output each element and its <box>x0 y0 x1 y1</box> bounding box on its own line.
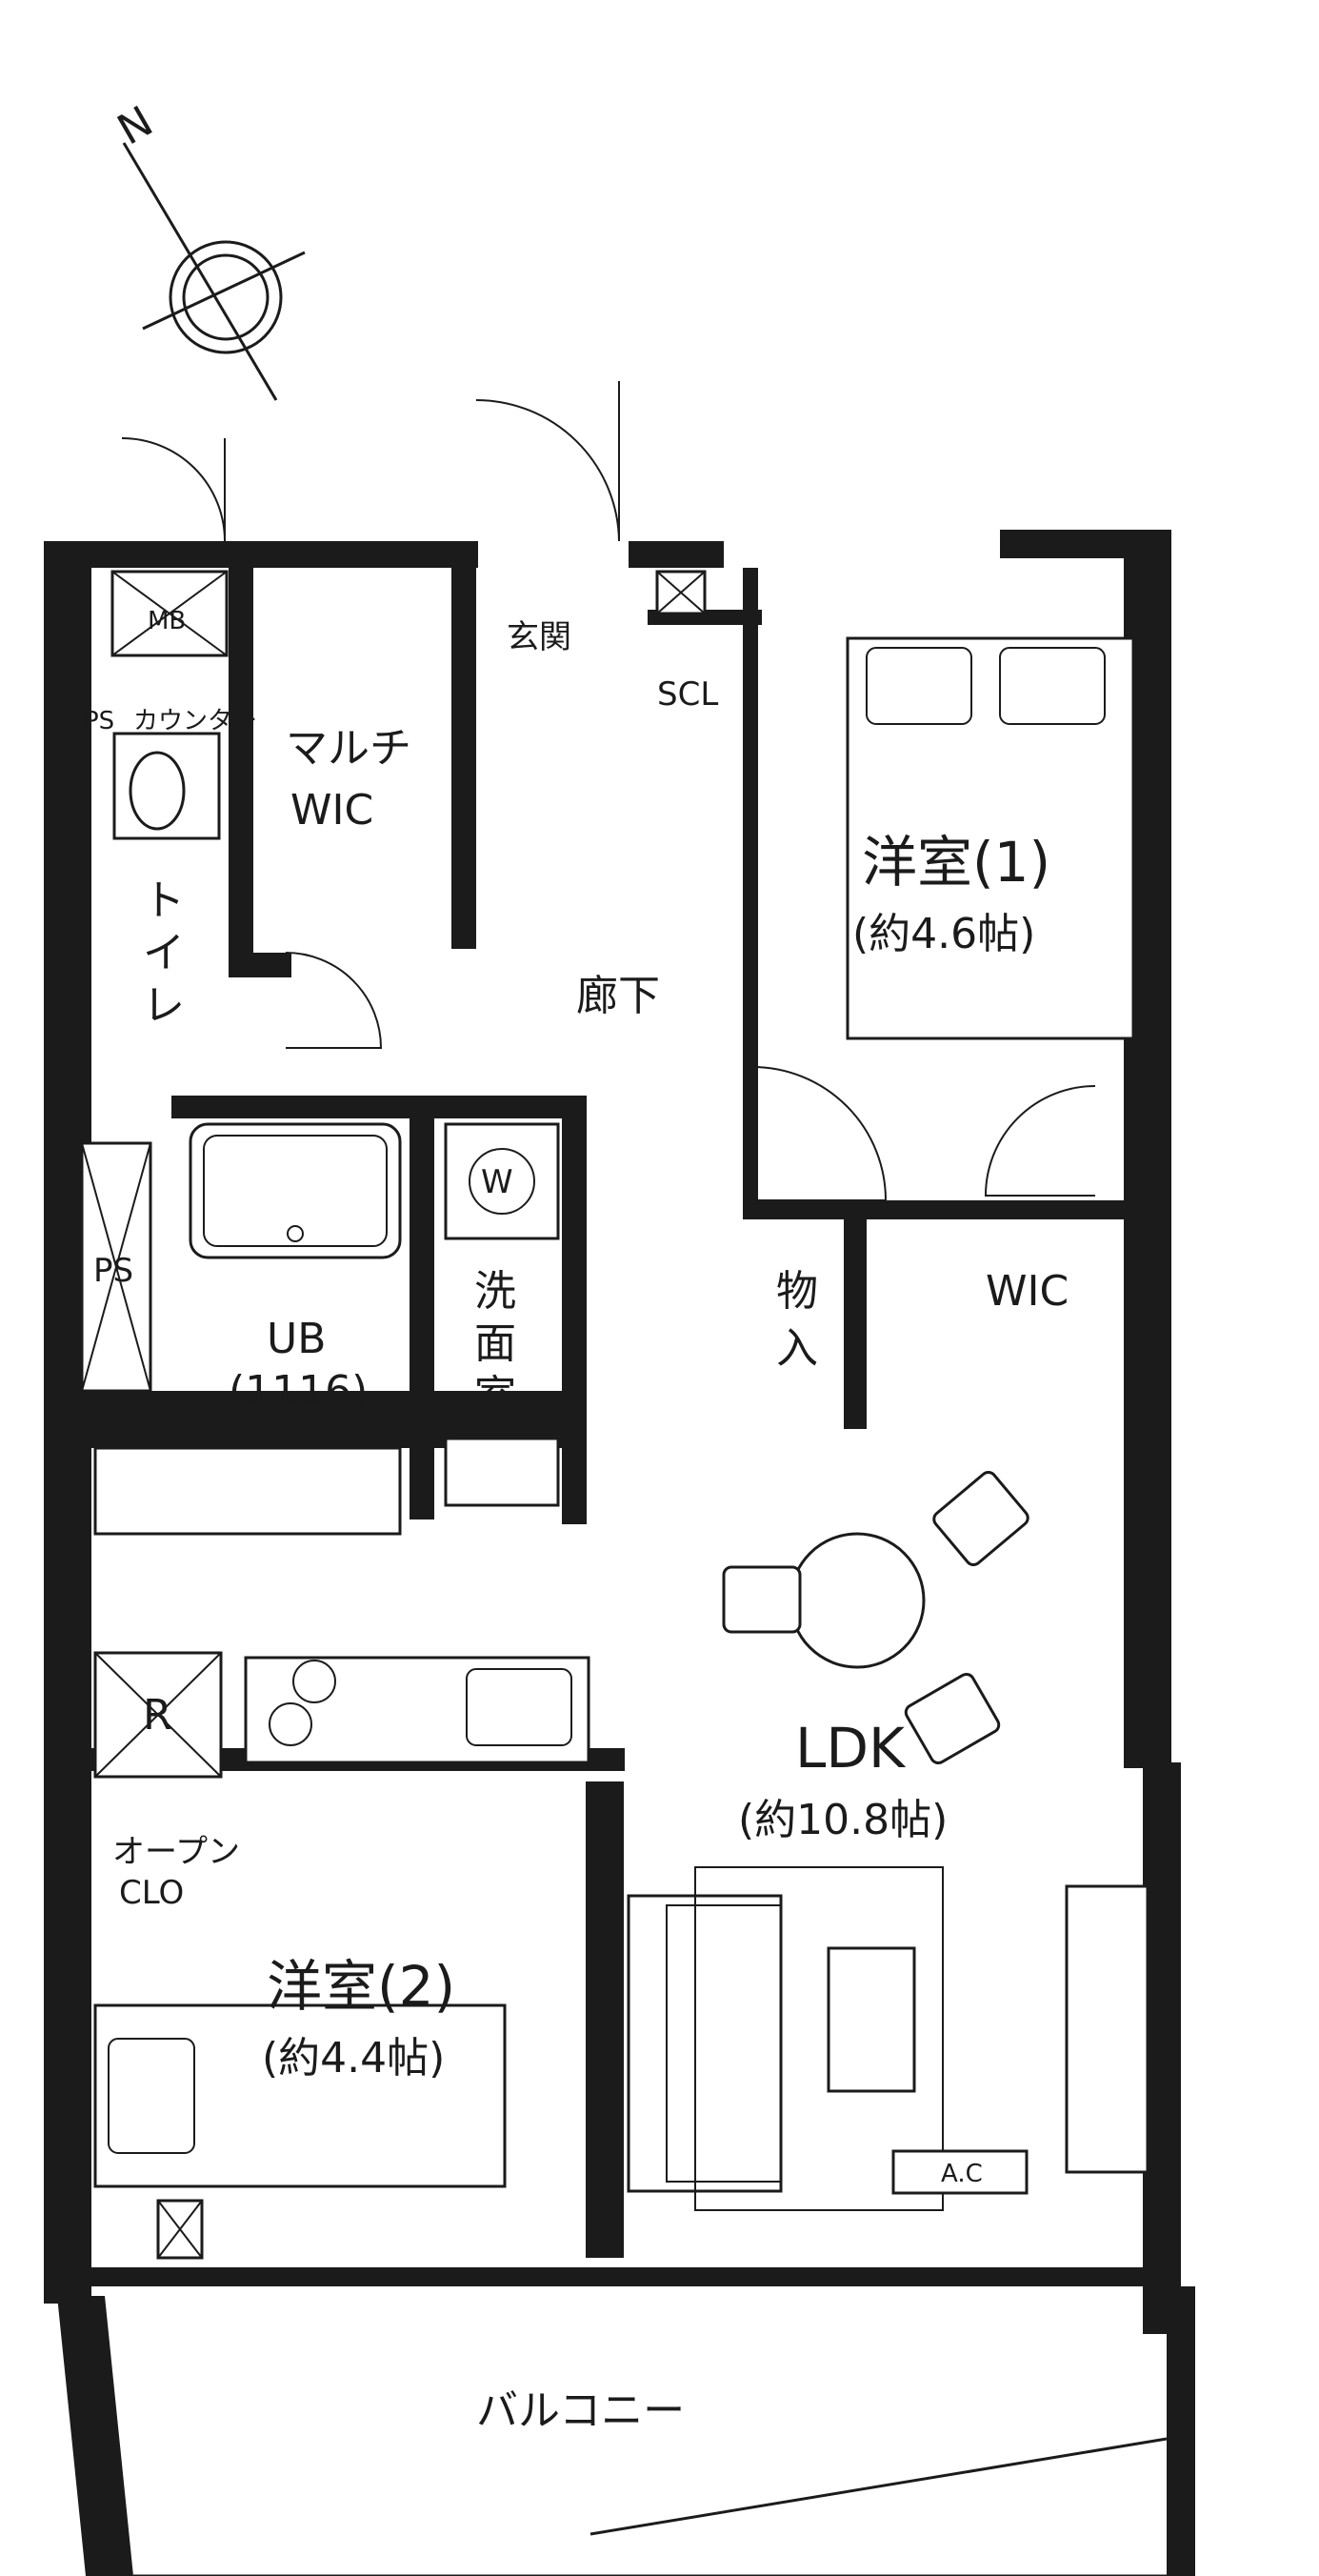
hallway-label: 廊下 <box>576 972 660 1020</box>
storage-label-1: 物 <box>776 1267 818 1316</box>
toilet-label-3: レ <box>143 981 185 1030</box>
washer-box <box>444 1122 560 1240</box>
ldk-size: (約10.8帖) <box>738 1796 948 1844</box>
wic-label: WIC <box>986 1267 1069 1316</box>
washroom-label-3: 室 <box>474 1372 516 1420</box>
ub-size: (1116) <box>229 1367 368 1416</box>
ldk-name: LDK <box>795 1716 907 1781</box>
western1-name: 洋室(1) <box>862 830 1050 895</box>
washroom-label-2: 面 <box>474 1319 516 1368</box>
mb-label: MB <box>148 607 186 635</box>
open-clo-line2: CLO <box>119 1874 184 1912</box>
toilet-label-1: ト <box>143 876 185 925</box>
kitchen-top <box>244 1656 590 1764</box>
ub-label: UB <box>267 1315 326 1363</box>
western2-name: 洋室(2) <box>267 1954 455 2019</box>
coffee-table <box>827 1946 916 2093</box>
fixtures <box>80 570 1149 2260</box>
exterior-walls <box>44 530 1195 2576</box>
washroom-label-1: 洗 <box>474 1267 516 1316</box>
western1-size: (約4.6帖) <box>852 910 1035 958</box>
room-labels: 玄関 SCL マルチ WIC MB PS カウンター ト イ レ 廊下 洋室(1… <box>84 607 1069 2435</box>
rug <box>694 1866 944 2211</box>
toilet-label-2: イ <box>143 929 185 977</box>
refrigerator-label: R <box>143 1691 172 1740</box>
storage-label-2: 入 <box>776 1324 818 1373</box>
bathtub <box>189 1122 402 1259</box>
dining-table <box>789 1532 926 1669</box>
genkan-label: 玄関 <box>507 618 571 656</box>
open-clo-line1: オープン <box>112 1833 240 1871</box>
washbasin <box>444 1437 560 1507</box>
north-label: N <box>110 97 161 155</box>
scl-label: SCL <box>657 675 718 714</box>
washer-label: W <box>481 1163 513 1201</box>
ps-left-label: PS <box>93 1252 133 1290</box>
doors <box>121 381 1096 1201</box>
kitchen-counter <box>93 1446 402 1536</box>
sofa <box>627 1894 783 2193</box>
multi-wic-label-line2: WIC <box>290 786 373 835</box>
north-arrow-compass-icon: N <box>110 97 306 401</box>
bed-room1 <box>846 636 1135 1040</box>
interior-walls <box>91 568 1143 2258</box>
western2-size: (約4.4帖) <box>262 2034 445 2083</box>
ac-label: A.C <box>941 2160 983 2188</box>
ps-top-label: PS <box>84 707 114 735</box>
balcony-outline <box>133 2437 1168 2576</box>
ac-unit <box>891 2149 1029 2195</box>
balcony-label: バルコニー <box>476 2386 685 2435</box>
counter-label: カウンター <box>133 707 257 735</box>
multi-wic-label-line1: マルチ <box>286 724 411 773</box>
bed-room2 <box>93 2003 507 2188</box>
tv-board <box>1065 1884 1149 2174</box>
